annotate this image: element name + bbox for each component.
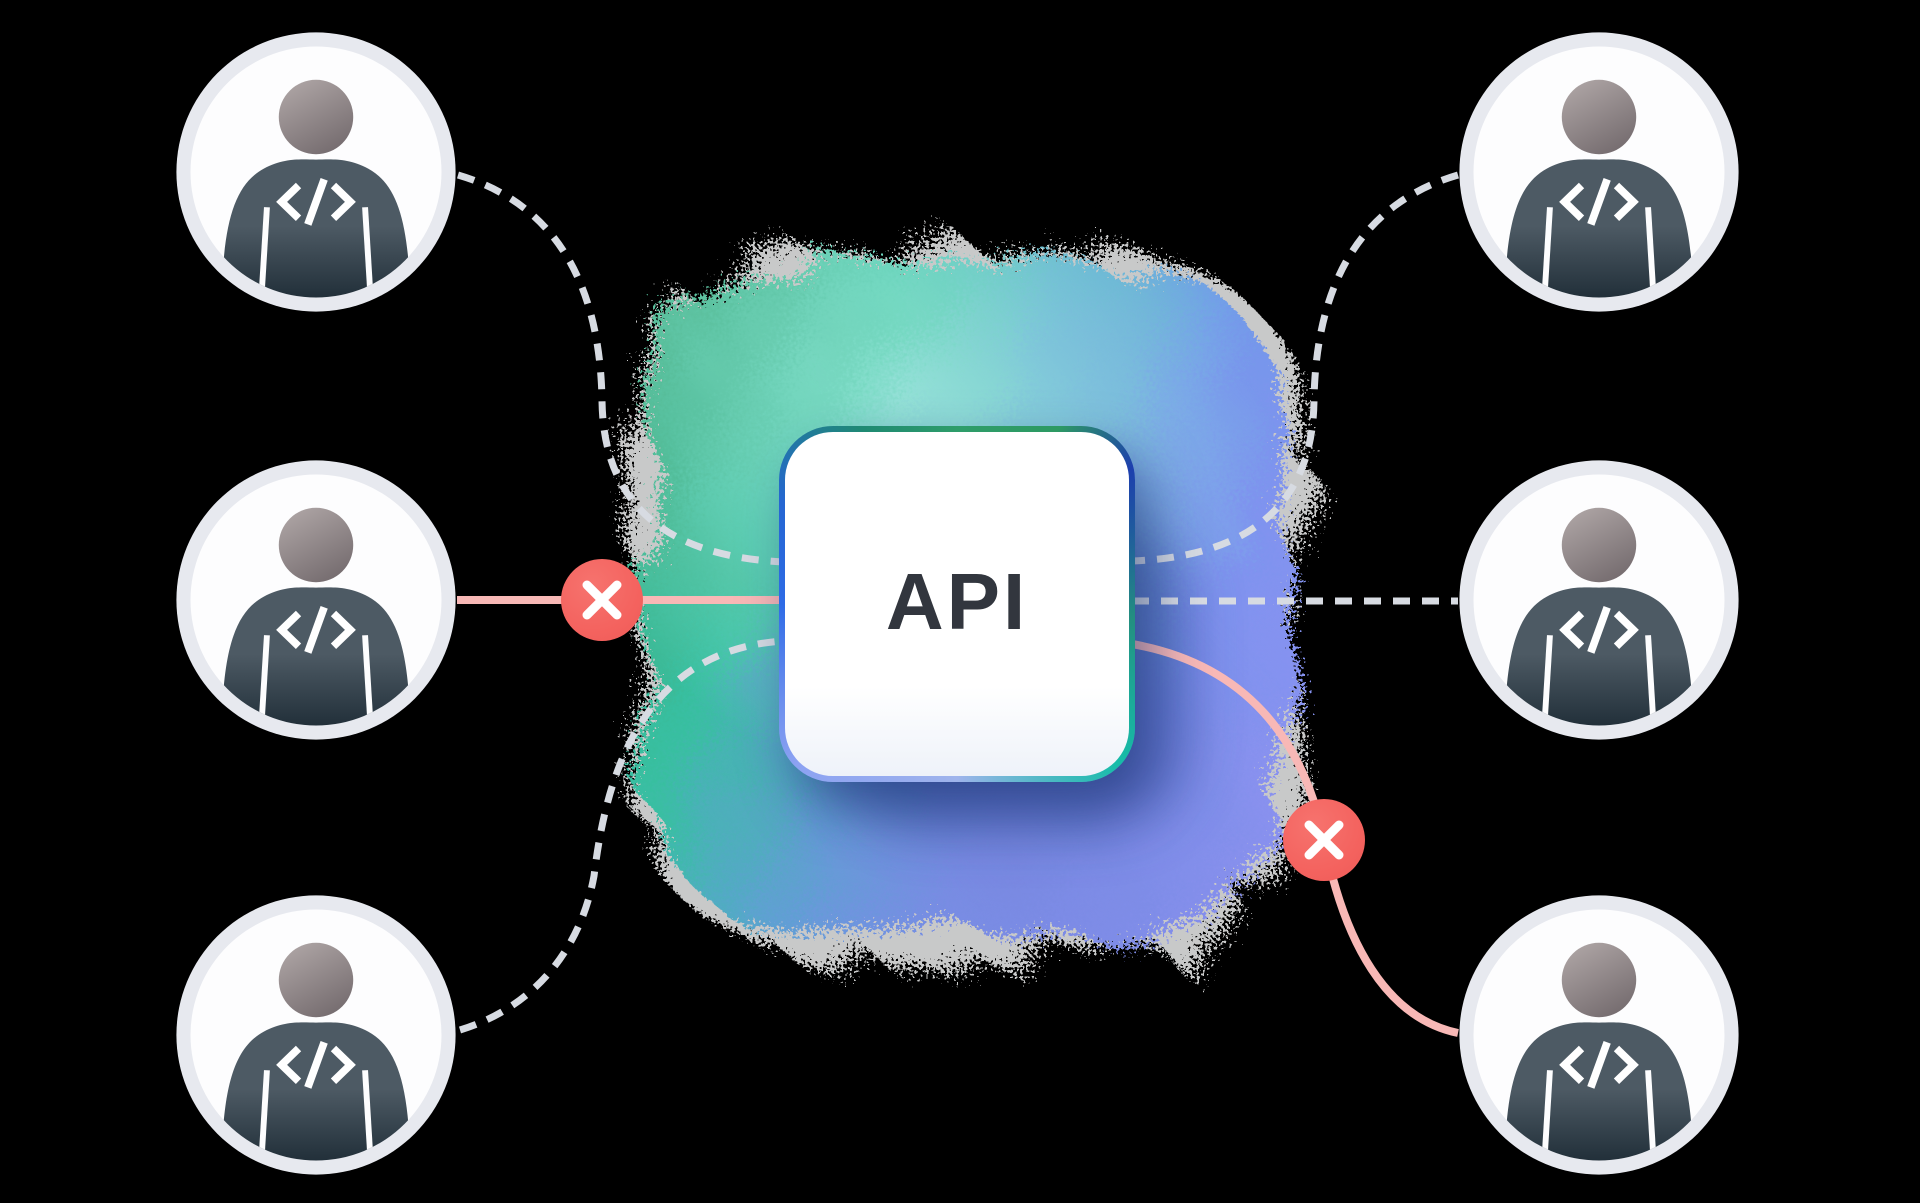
connection-bottom-left	[458, 637, 785, 1034]
blocked-connection-badge-right	[1283, 799, 1365, 881]
api-label: API	[885, 557, 1029, 646]
developer-avatar-top-left	[175, 31, 457, 313]
developer-avatar-bottom-right	[1458, 894, 1740, 1176]
developer-icon	[1458, 31, 1740, 313]
developer-icon	[1458, 459, 1740, 741]
x-icon	[1304, 820, 1344, 860]
developer-avatar-middle-right	[1458, 459, 1740, 741]
blocked-connection-badge-left	[561, 559, 643, 641]
developer-icon	[1458, 894, 1740, 1176]
api-box: API	[779, 426, 1135, 782]
developer-icon	[175, 894, 457, 1176]
developer-avatar-middle-left	[175, 459, 457, 741]
developer-avatar-bottom-left	[175, 894, 457, 1176]
connection-top-right	[1131, 171, 1459, 565]
developer-icon	[175, 31, 457, 313]
api-box-inner: API	[785, 432, 1129, 776]
developer-icon	[175, 459, 457, 741]
connection-top-left	[457, 171, 785, 566]
x-icon	[582, 580, 622, 620]
developer-avatar-top-right	[1458, 31, 1740, 313]
